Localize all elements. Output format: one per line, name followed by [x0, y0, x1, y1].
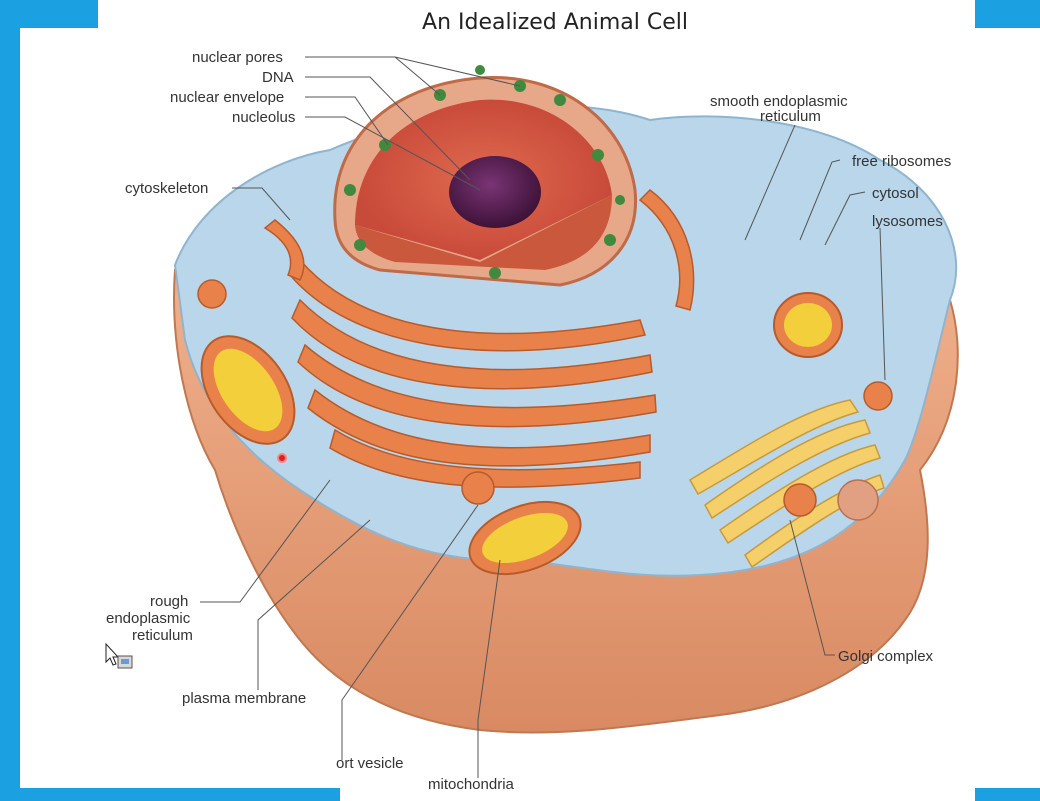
label-dna: DNA: [262, 69, 294, 86]
label-nuclear-envelope: nuclear envelope: [170, 89, 284, 106]
vesicle-green: [198, 280, 226, 308]
vesicle-golgi: [784, 484, 816, 516]
nucleus: [335, 65, 636, 285]
label-smooth-er-line2: reticulum: [760, 108, 821, 125]
nucleolus-body: [449, 156, 541, 228]
label-free-ribosomes: free ribosomes: [852, 153, 951, 170]
mouse-cursor-icon: [106, 644, 132, 668]
label-nucleolus: nucleolus: [232, 109, 295, 126]
label-golgi-complex: Golgi complex: [838, 648, 934, 665]
label-lysosomes: lysosomes: [872, 213, 943, 230]
transport-vesicle-body: [462, 472, 494, 504]
label-rough-er-line3: reticulum: [132, 627, 193, 644]
label-transport-vesicle: ort vesicle: [336, 755, 404, 772]
mitochondrion-right: [774, 293, 842, 357]
label-cytoskeleton: cytoskeleton: [125, 180, 208, 197]
lysosome: [864, 382, 892, 410]
label-rough-er-line1: rough: [150, 593, 188, 610]
cell-surface-vesicle: [838, 480, 878, 520]
label-mitochondria: mitochondria: [428, 776, 515, 793]
label-plasma-membrane: plasma membrane: [182, 690, 306, 707]
label-nuclear-pores: nuclear pores: [192, 49, 283, 66]
pointer-dot: [278, 454, 286, 462]
label-rough-er-line2: endoplasmic: [106, 610, 191, 627]
label-cytosol: cytosol: [872, 185, 919, 202]
